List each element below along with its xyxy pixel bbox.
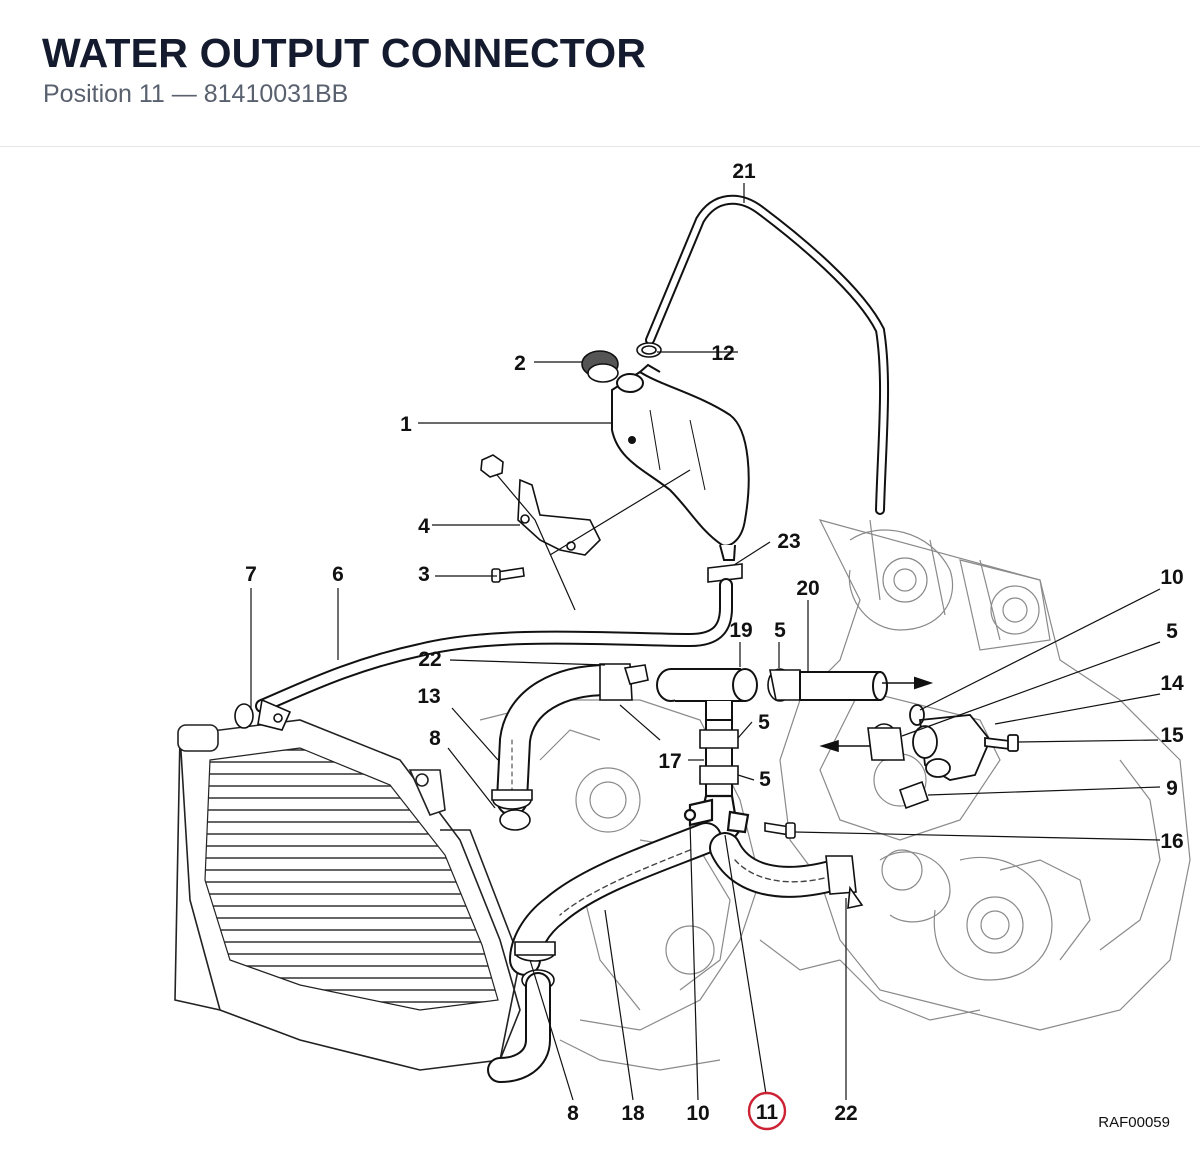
callout-19: 19 bbox=[729, 619, 752, 642]
engine-block bbox=[479, 519, 1191, 1071]
page-title: WATER OUTPUT CONNECTOR bbox=[42, 30, 647, 76]
hose-clamp-22-bottom bbox=[825, 855, 864, 910]
thermostat-housing-14 bbox=[912, 714, 1019, 781]
hose-clamp-22-top bbox=[599, 663, 649, 701]
callout-2: 2 bbox=[514, 352, 526, 375]
radiator bbox=[174, 719, 521, 1071]
filler-cap-2 bbox=[581, 350, 619, 383]
hose-clamp-5-right bbox=[819, 723, 905, 761]
callout-14: 14 bbox=[1160, 672, 1184, 695]
callout-20: 20 bbox=[796, 577, 819, 600]
callout-22-top: 22 bbox=[418, 648, 441, 671]
fitting-9 bbox=[898, 780, 930, 810]
hose-clamp-23 bbox=[707, 563, 743, 583]
page-subtitle: Position 11 — 81410031BB bbox=[43, 80, 349, 108]
pipe-20 bbox=[799, 671, 934, 701]
drawing-reference-code: RAF00059 bbox=[1098, 1114, 1170, 1131]
hose-clamp-8-top bbox=[491, 789, 533, 831]
header-divider bbox=[0, 146, 1200, 147]
highlight-ring bbox=[747, 1091, 787, 1131]
callout-labels: 21 12 2 1 4 3 23 7 6 20 19 5 10 5 14 15 … bbox=[245, 160, 1184, 1131]
callout-1: 1 bbox=[400, 413, 412, 436]
callout-17: 17 bbox=[658, 750, 681, 773]
callout-7: 7 bbox=[245, 563, 257, 586]
hose-22 bbox=[709, 832, 851, 898]
callout-10-bottom: 10 bbox=[686, 1102, 709, 1125]
callout-13: 13 bbox=[417, 685, 440, 708]
callout-5-low: 5 bbox=[759, 768, 771, 791]
callout-8-bottom: 8 bbox=[567, 1102, 579, 1125]
hose-18 bbox=[509, 822, 722, 976]
callout-8-top: 8 bbox=[429, 727, 441, 750]
callout-10-right: 10 bbox=[1160, 566, 1183, 589]
callout-15: 15 bbox=[1160, 724, 1184, 747]
callout-18: 18 bbox=[621, 1102, 645, 1125]
header: WATER OUTPUT CONNECTOR Position 11 — 814… bbox=[0, 0, 1200, 147]
callout-5-right: 5 bbox=[1166, 620, 1178, 643]
callout-6: 6 bbox=[332, 563, 344, 586]
expansion-tank-1 bbox=[611, 363, 750, 561]
radiator-outlet-pipe bbox=[487, 972, 551, 1083]
hose-clamp-5-top bbox=[767, 668, 810, 702]
callout-21: 21 bbox=[732, 160, 756, 183]
o-ring-10 bbox=[909, 704, 925, 726]
t-piece-19 bbox=[656, 668, 758, 721]
callout-9: 9 bbox=[1166, 777, 1178, 800]
breather-hose-21 bbox=[645, 194, 890, 515]
hose-clamp-5-mid bbox=[699, 729, 739, 785]
callout-5-mid: 5 bbox=[758, 711, 770, 734]
tank-bracket-4 bbox=[480, 454, 691, 611]
callout-23: 23 bbox=[777, 530, 800, 553]
hose-clamp-7 bbox=[234, 698, 292, 731]
callout-12: 12 bbox=[711, 342, 734, 365]
callout-22-bottom: 22 bbox=[834, 1102, 857, 1125]
callout-16: 16 bbox=[1160, 830, 1183, 853]
callout-4: 4 bbox=[418, 515, 430, 538]
screw-16 bbox=[764, 822, 796, 839]
leader-lines bbox=[250, 183, 1161, 1101]
callout-11-highlighted: 11 bbox=[756, 1101, 779, 1124]
callout-5-top: 5 bbox=[774, 619, 786, 642]
hose-6 bbox=[255, 578, 733, 713]
callout-3: 3 bbox=[418, 563, 430, 586]
hose-13 bbox=[496, 664, 624, 816]
hose-clip-12 bbox=[636, 342, 662, 358]
screw-3 bbox=[491, 567, 525, 583]
